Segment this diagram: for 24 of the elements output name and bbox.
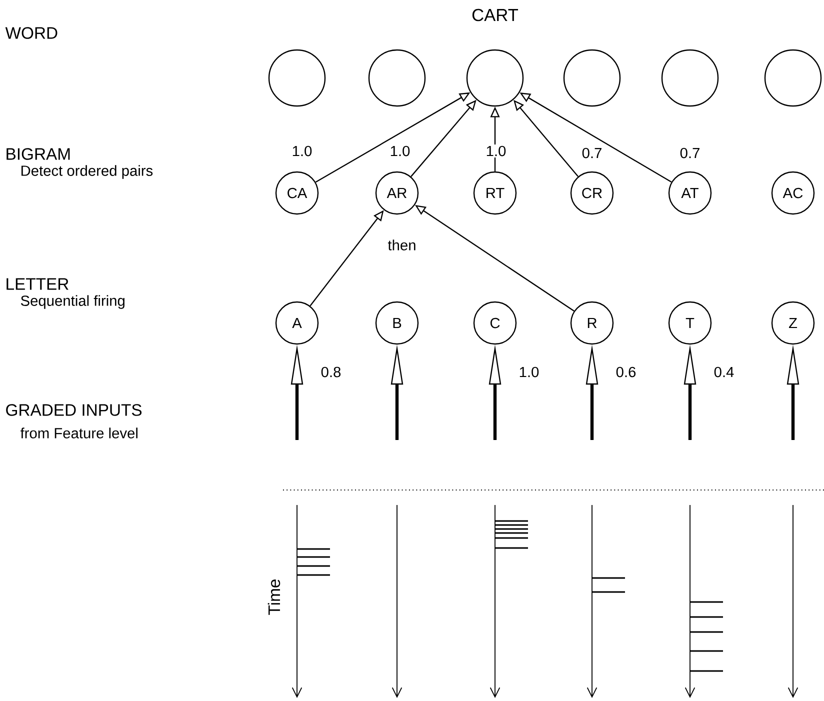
edge-label: 1.0 <box>388 144 412 158</box>
edge-label: 1.0 <box>290 144 314 158</box>
level-label: GRADED INPUTS <box>6 404 142 416</box>
edge-label: 0.6 <box>614 365 638 379</box>
level-description: from Feature level <box>20 428 138 438</box>
node-label: CART <box>472 8 518 22</box>
word-circle <box>368 49 426 107</box>
level-description: Sequential firing <box>20 295 124 309</box>
level-label: WORD <box>5 27 58 39</box>
edge-label: 1.0 <box>517 365 541 379</box>
word-circle <box>661 49 719 107</box>
level-description: Detect ordered pairs <box>21 165 153 179</box>
level-label: BIGRAM <box>6 148 70 160</box>
word-circle <box>268 49 326 107</box>
edge-label: 1.0 <box>484 144 508 158</box>
word-circle <box>563 49 621 107</box>
edge-label: 0.8 <box>319 365 343 379</box>
word-circle <box>764 49 822 107</box>
annotation-label: then <box>388 240 416 250</box>
edge-label: 0.4 <box>712 365 736 379</box>
level-label: LETTER <box>6 278 68 290</box>
edge-label: 0.7 <box>678 146 702 160</box>
axis-label: Time <box>268 580 280 615</box>
edge-label: 0.7 <box>580 146 604 160</box>
